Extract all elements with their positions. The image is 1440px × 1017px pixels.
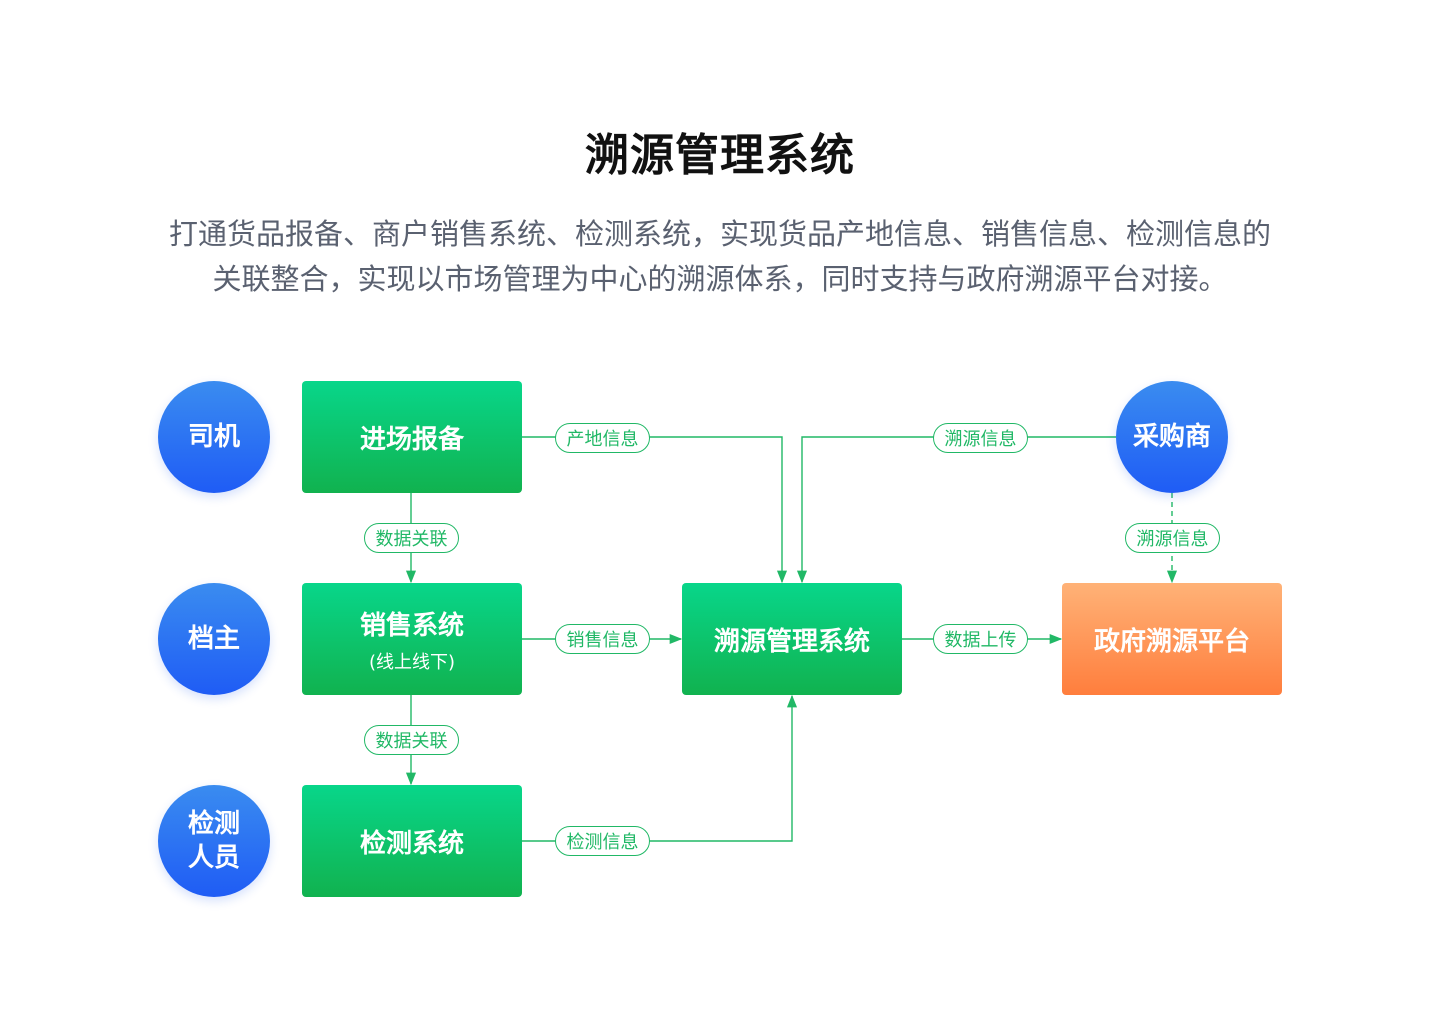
- node-gov-platform: 政府溯源平台: [1062, 583, 1282, 695]
- actor-buyer-label: 采购商: [1132, 422, 1211, 452]
- edge-origin-info: [522, 436, 788, 584]
- node-sales-system: 销售系统 (线上线下): [302, 583, 522, 695]
- edge-label-data-link-2: 数据关联: [364, 725, 459, 755]
- node-sales-system-label: 销售系统: [359, 610, 464, 641]
- node-trace-system-label: 溯源管理系统: [713, 626, 870, 657]
- edge-inspection-info: [522, 694, 798, 842]
- node-entry-report-label: 进场报备: [359, 424, 464, 455]
- edge-label-data-link-1: 数据关联: [364, 523, 459, 553]
- node-sales-system-sublabel: (线上线下): [368, 651, 456, 673]
- description-line-1: 打通货品报备、商户销售系统、检测系统，实现货品产地信息、销售信息、检测信息的: [168, 217, 1271, 251]
- description-line-2: 关联整合，实现以市场管理为中心的溯源体系，同时支持与政府溯源平台对接。: [212, 262, 1228, 296]
- actor-inspector-label-2: 人员: [187, 843, 240, 873]
- actor-inspector-label-1: 检测: [187, 809, 240, 839]
- node-inspection-system-label: 检测系统: [359, 828, 464, 859]
- page-title: 溯源管理系统: [585, 130, 855, 181]
- edge-label-origin-info: 产地信息: [555, 423, 650, 453]
- actor-buyer: 采购商: [1116, 381, 1228, 493]
- node-inspection-system: 检测系统: [302, 785, 522, 897]
- edge-label-data-upload: 数据上传: [933, 624, 1028, 654]
- edge-label-trace-info-vertical: 溯源信息: [1125, 523, 1220, 553]
- edge-label-sales-info: 销售信息: [555, 624, 650, 654]
- node-gov-platform-label: 政府溯源平台: [1093, 626, 1250, 657]
- actor-driver-label: 司机: [187, 422, 240, 452]
- actor-stall-owner: 档主: [158, 583, 270, 695]
- actor-inspector: 检测 人员: [158, 785, 270, 897]
- node-trace-system: 溯源管理系统: [682, 583, 902, 695]
- actor-driver: 司机: [158, 381, 270, 493]
- actor-stall-owner-label: 档主: [187, 624, 240, 654]
- edge-label-inspection-info: 检测信息: [555, 826, 650, 856]
- edge-trace-info-top: [796, 436, 1116, 584]
- edge-label-trace-info-top: 溯源信息: [933, 423, 1028, 453]
- node-entry-report: 进场报备: [302, 381, 522, 493]
